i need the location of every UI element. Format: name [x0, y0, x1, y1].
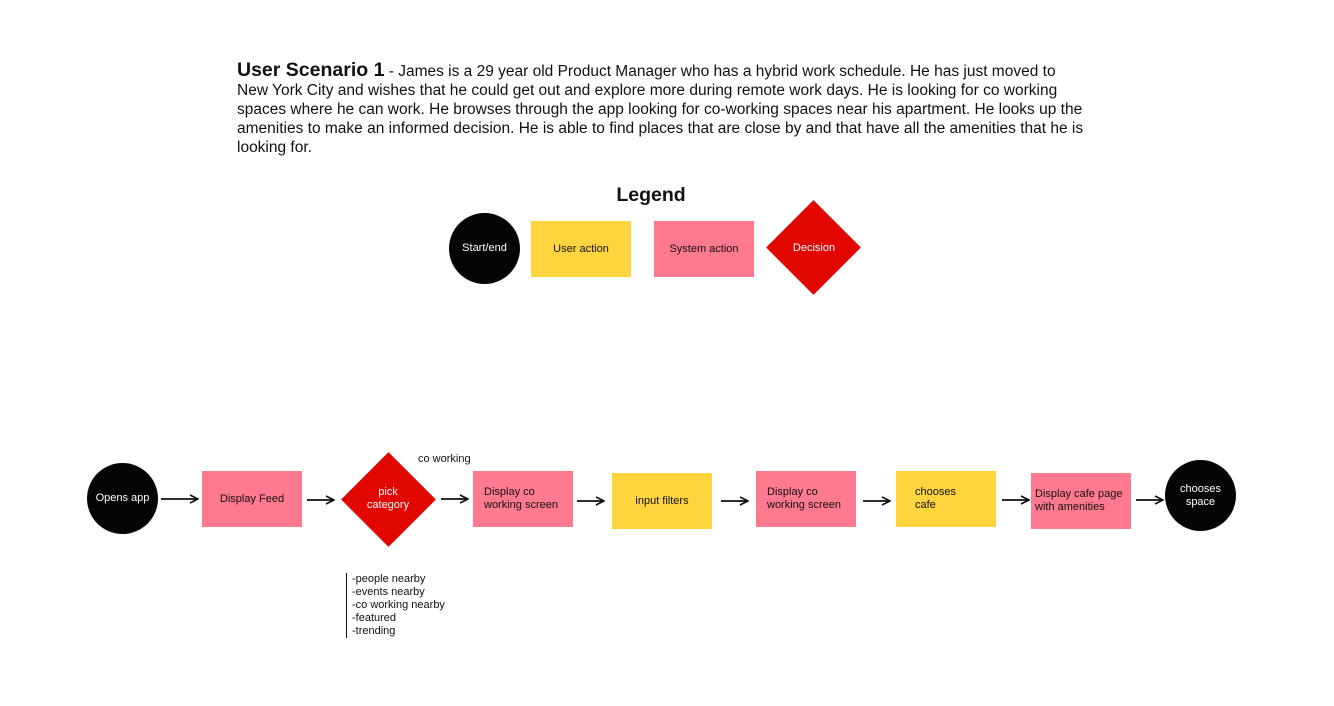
legend-user-action: User action — [531, 221, 631, 277]
flow-display-co-working-screen-2: Display co working screen — [756, 471, 856, 527]
category-option: -featured — [352, 612, 397, 624]
legend-decision: Decision — [792, 241, 836, 254]
legend-system-action: System action — [654, 221, 754, 277]
flow-input-filters: input filters — [612, 473, 712, 529]
scenario-text: James is a 29 year old Product Manager w… — [237, 63, 1084, 156]
category-option: -co working nearby — [352, 599, 445, 611]
flow-chooses-cafe: chooses cafe — [896, 471, 996, 527]
legend-start-end: Start/end — [449, 213, 520, 284]
flow-display-co-working-screen-1: Display co working screen — [473, 471, 573, 527]
legend-title: Legend — [616, 184, 686, 206]
flow-pick-category: pick category — [366, 486, 410, 511]
category-option: -trending — [352, 625, 396, 637]
flow-display-cafe-page: Display cafe page with amenities — [1031, 473, 1131, 529]
flow-end-chooses-space: chooses space — [1165, 460, 1236, 531]
scenario-description: User Scenario 1 - James is a 29 year old… — [237, 59, 1087, 157]
scenario-separator: - — [384, 63, 399, 80]
flow-start-opens-app: Opens app — [87, 463, 158, 534]
flow-branch-label: co working — [418, 453, 471, 465]
flow-display-feed: Display Feed — [202, 471, 302, 527]
category-options-list: -people nearby -events nearby -co workin… — [346, 573, 445, 638]
scenario-title: User Scenario 1 — [237, 59, 385, 81]
category-option: -people nearby — [352, 573, 426, 585]
category-option: -events nearby — [352, 586, 425, 598]
